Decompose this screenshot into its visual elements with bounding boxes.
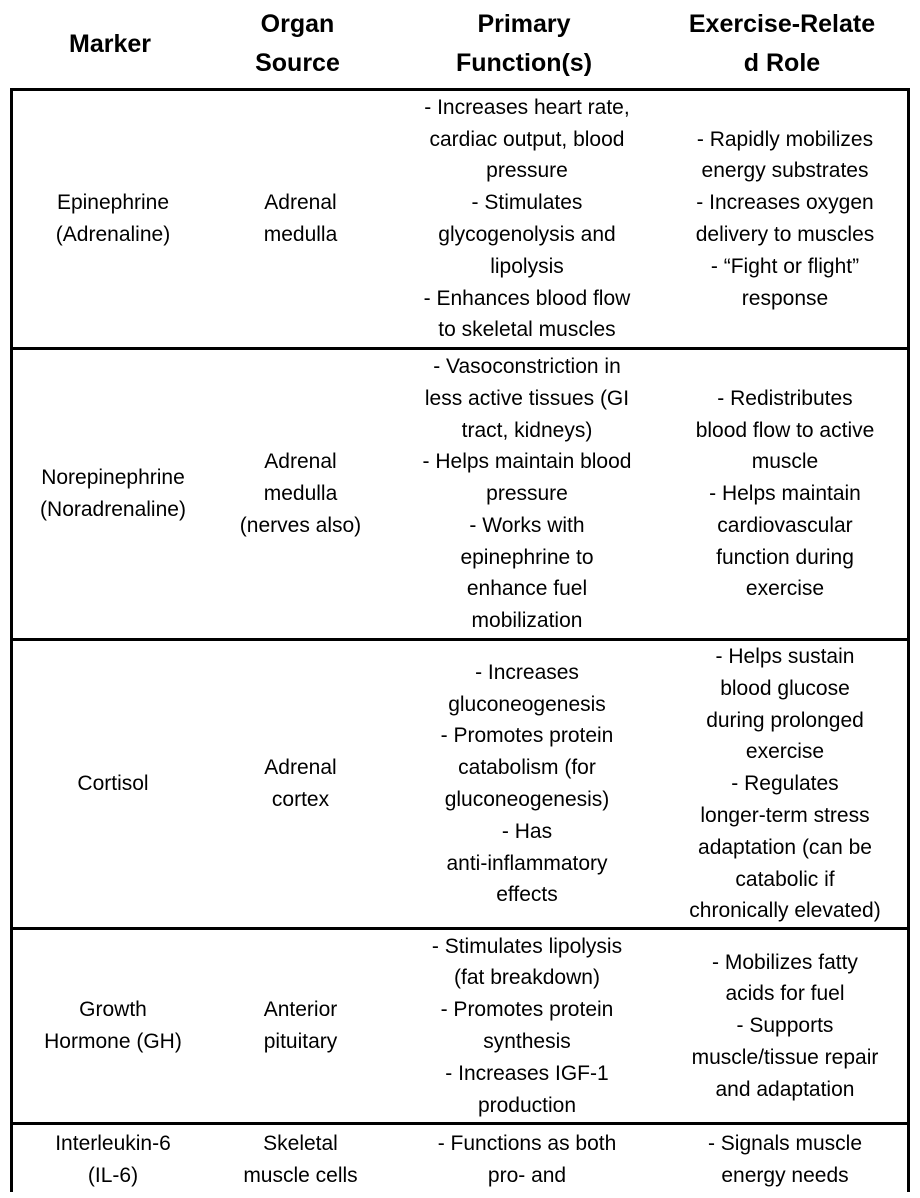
cell-organ-source: Skeletal muscle cells: [243, 1132, 358, 1187]
header-primary-functions: Primary Function(s): [455, 10, 593, 77]
cell-exercise-role: - Signals muscle energy needs: [707, 1132, 863, 1187]
cell-marker: Norepinephrine (Noradrenaline): [40, 466, 186, 521]
cell-primary-function: - Increases gluconeogenesis - Promotes p…: [440, 660, 614, 907]
header-exercise-role: Exercise-Relate d Role: [688, 10, 876, 77]
cell-marker: Interleukin-6 (IL-6): [55, 1132, 171, 1187]
cell-marker: Epinephrine (Adrenaline): [55, 191, 171, 246]
cell-primary-function: - Functions as both pro- and: [437, 1132, 617, 1187]
table-header-row: Marker Organ Source Primary Function(s) …: [10, 0, 910, 88]
table-row: Growth Hormone (GH) Anterior pituitary -…: [13, 930, 907, 1125]
cell-marker: Growth Hormone (GH): [44, 998, 182, 1053]
cell-exercise-role: - Mobilizes fatty acids for fuel - Suppo…: [691, 950, 879, 1101]
cell-marker: Cortisol: [77, 772, 149, 796]
cell-exercise-role: - Redistributes blood flow to active mus…: [695, 386, 875, 601]
header-organ-source: Organ Source: [255, 10, 340, 77]
hormone-table: Epinephrine (Adrenaline) Adrenal medulla…: [10, 88, 910, 1192]
cell-organ-source: Adrenal medulla: [263, 191, 338, 246]
table-row: Norepinephrine (Noradrenaline) Adrenal m…: [13, 350, 907, 641]
table-row: Interleukin-6 (IL-6) Skeletal muscle cel…: [13, 1125, 907, 1192]
cell-primary-function: - Vasoconstriction in less active tissue…: [422, 354, 632, 633]
cell-organ-source: Adrenal cortex: [264, 756, 337, 811]
cell-primary-function: - Stimulates lipolysis (fat breakdown) -…: [431, 934, 623, 1117]
cell-organ-source: Anterior pituitary: [263, 998, 338, 1053]
cell-exercise-role: - Helps sustain blood glucose during pro…: [689, 644, 881, 923]
cell-organ-source: Adrenal medulla (nerves also): [239, 450, 362, 537]
table-row: Epinephrine (Adrenaline) Adrenal medulla…: [13, 91, 907, 350]
table-row: Cortisol Adrenal cortex - Increases gluc…: [13, 641, 907, 930]
cell-primary-function: - Increases heart rate, cardiac output, …: [423, 95, 631, 342]
cell-exercise-role: - Rapidly mobilizes energy substrates - …: [695, 127, 875, 310]
header-marker: Marker: [69, 29, 151, 58]
